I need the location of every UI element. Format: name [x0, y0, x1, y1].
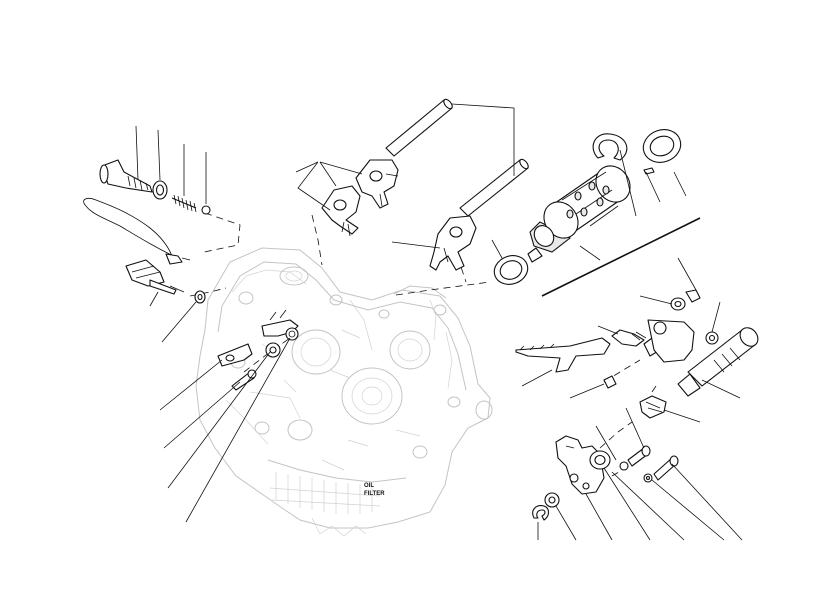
casting-filter-label: FILTER	[364, 491, 385, 497]
leader-fork-center	[391, 241, 441, 249]
pawl-pin	[603, 375, 617, 389]
detent-ball	[201, 205, 211, 215]
plate-nut	[619, 461, 629, 471]
small-nut-upper	[685, 289, 701, 303]
leader-forks	[295, 161, 363, 211]
gearshift-shaft	[677, 327, 759, 397]
fork-shaft-lower	[459, 158, 529, 217]
shaft-collar	[705, 331, 719, 345]
leader-sensor	[149, 291, 197, 343]
drum-bearing-washer	[493, 255, 529, 285]
retaining-plate	[217, 343, 253, 367]
shift-fork-left	[321, 185, 361, 237]
spacer-bush	[265, 342, 281, 358]
circlip-lower	[532, 505, 550, 521]
sensor-seal-washer	[194, 290, 206, 304]
leader-detent	[135, 125, 207, 204]
plate-small-washer	[643, 473, 653, 483]
leader-fork-shafts	[451, 103, 515, 176]
selector-drum	[527, 165, 631, 263]
detent-spring	[171, 194, 197, 213]
fork-shaft-upper	[385, 98, 453, 157]
leader-lower-left	[159, 337, 291, 523]
crankcase-half: OIL FILTER	[195, 247, 493, 537]
plate-bolt-lower	[653, 455, 679, 481]
drum-circlip	[592, 133, 628, 161]
gear-lever-arm	[515, 337, 611, 373]
plate-washer-large	[589, 450, 611, 470]
detent-plug-screw	[99, 159, 153, 193]
ratchet-plate	[647, 319, 695, 363]
spring-coil	[285, 327, 299, 341]
shift-fork-center	[429, 215, 477, 271]
drum-washer	[642, 129, 682, 163]
casting-oil-label: OIL	[364, 483, 374, 489]
leader-ratchet	[521, 257, 741, 423]
neutral-sensor	[83, 198, 191, 295]
small-washer-upper	[670, 297, 686, 311]
drum-pin	[643, 167, 655, 175]
detent-washer	[152, 180, 168, 200]
plate-bolt-upper	[627, 445, 651, 467]
selector-plate	[555, 435, 605, 495]
shift-fork-right	[355, 159, 399, 209]
leader-lower-right	[537, 407, 743, 541]
washer-lower	[544, 492, 560, 508]
leader-drum	[491, 149, 687, 261]
return-spring	[639, 385, 667, 419]
drum-group-bar	[541, 217, 701, 297]
plate-screw	[231, 369, 257, 391]
